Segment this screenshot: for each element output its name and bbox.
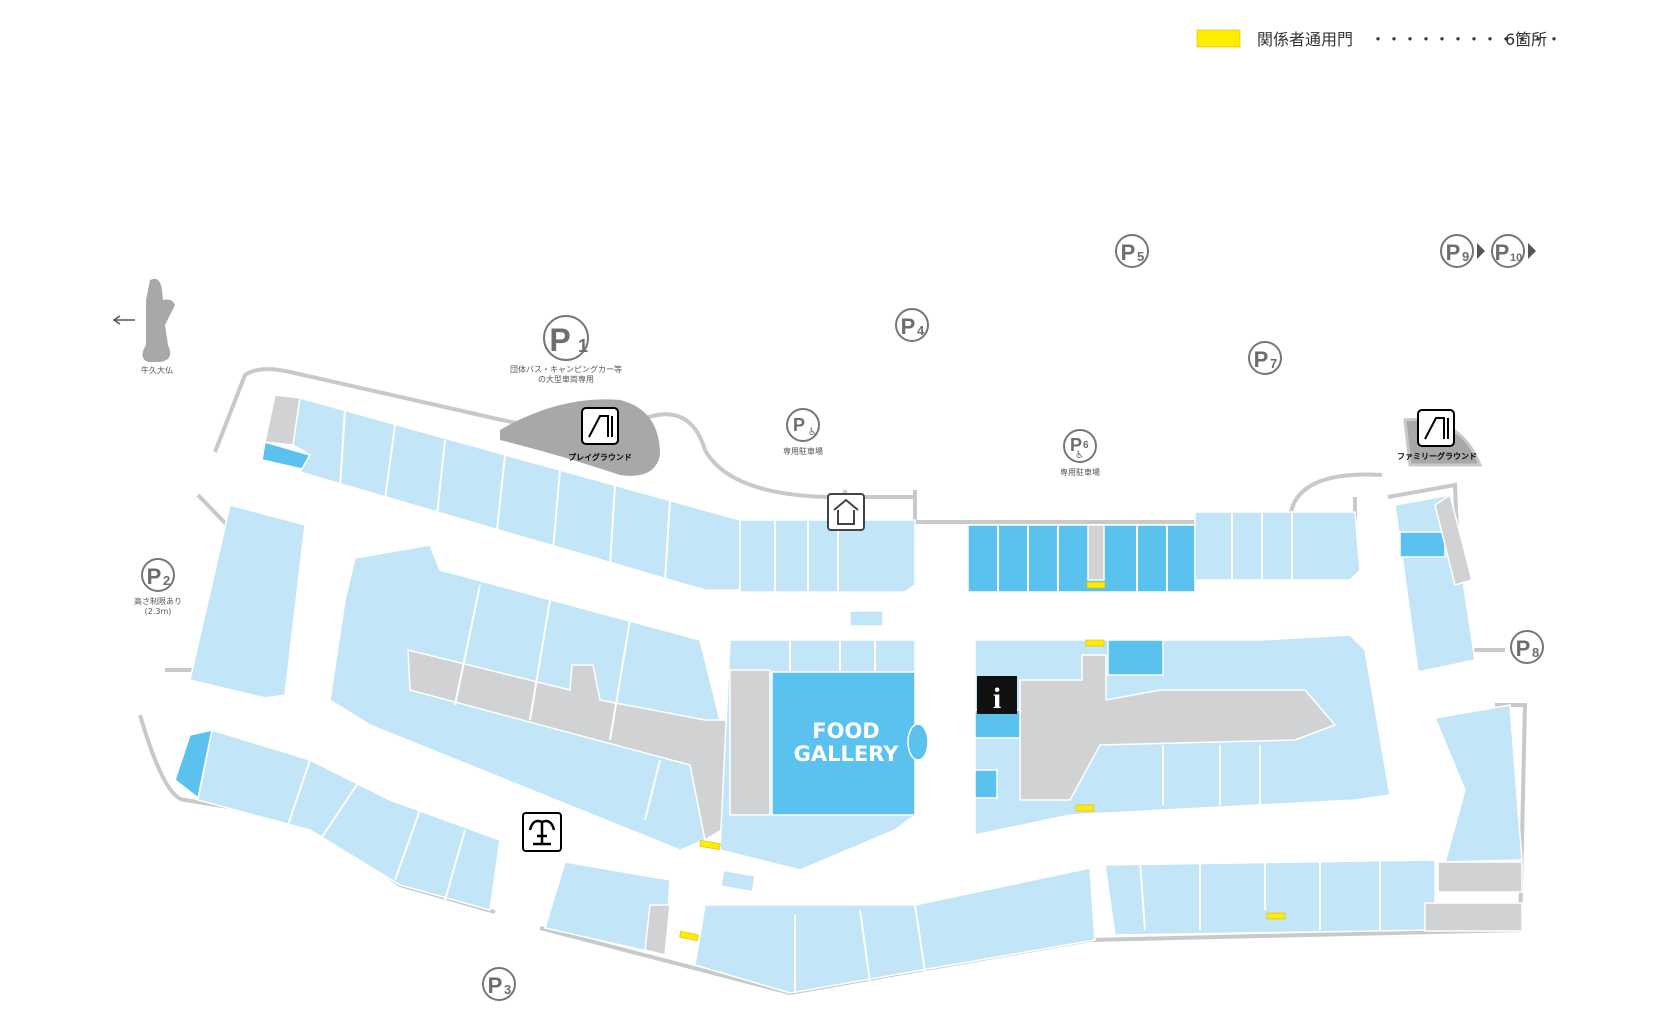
family-ground: ファミリーグラウンド — [1397, 409, 1483, 467]
family-ground-label: ファミリーグラウンド — [1397, 451, 1477, 461]
svg-text:専用駐車場: 専用駐車場 — [783, 446, 823, 456]
svg-text:P: P — [1121, 240, 1136, 265]
svg-text:9: 9 — [1462, 249, 1469, 264]
legend-label: 関係者通用門 — [1257, 30, 1353, 49]
parking-p4[interactable]: P 4 — [895, 308, 929, 342]
svg-text:団体バス・キャンピングカー等: 団体バス・キャンピングカー等 — [510, 364, 622, 374]
arrow-right-icon — [1528, 243, 1536, 259]
svg-text:3: 3 — [504, 982, 511, 997]
svg-text:P: P — [1254, 347, 1269, 372]
svg-text:P: P — [488, 973, 503, 998]
svg-text:P: P — [1446, 240, 1461, 265]
svg-text:P: P — [549, 322, 570, 358]
svg-text:8: 8 — [1532, 645, 1539, 660]
parking-p5[interactable]: P 5 — [1115, 234, 1149, 268]
svg-text:P: P — [1516, 636, 1531, 661]
svg-text:2: 2 — [163, 573, 170, 588]
parking-p7[interactable]: P 7 — [1248, 341, 1282, 375]
fountain-icon — [522, 812, 562, 852]
parking-p10[interactable]: P 10 — [1491, 234, 1536, 268]
parking-p8[interactable]: P 8 — [1510, 630, 1544, 664]
food-gallery-label-2: GALLERY — [794, 742, 900, 766]
playground: プレイグラウンド — [500, 399, 660, 476]
svg-text:P: P — [1495, 240, 1510, 265]
svg-text:専用駐車場: 専用駐車場 — [1060, 467, 1100, 477]
arrow-left-icon — [112, 315, 135, 325]
shops-south-west — [174, 729, 1096, 994]
svg-text:(2.3m): (2.3m) — [145, 607, 172, 616]
arrow-right-icon — [1477, 243, 1485, 259]
playground-label: プレイグラウンド — [568, 452, 632, 462]
buddha-statue: 牛久大仏 — [112, 278, 175, 375]
svg-text:の大型車両専用: の大型車両専用 — [538, 374, 594, 384]
svg-text:P: P — [793, 415, 805, 435]
svg-text:P: P — [147, 564, 162, 589]
food-gallery-label: FOOD — [812, 719, 879, 743]
legend-dots: ・・・・・・・・・・・・ — [1370, 30, 1562, 49]
parking-p3[interactable]: P 3 — [482, 967, 516, 1001]
parking-p1[interactable]: P 1 団体バス・キャンピングカー等 の大型車両専用 — [510, 315, 622, 384]
shops-west — [189, 504, 929, 871]
shops-north-west — [261, 394, 916, 627]
parking-p9[interactable]: P 9 — [1440, 234, 1485, 268]
svg-text:6: 6 — [1083, 440, 1089, 451]
legend: 関係者通用門 ・・・・・・・・・・・・ 6箇所 — [1196, 29, 1562, 49]
wheelchair-icon: ♿ — [1075, 450, 1084, 461]
svg-text:P: P — [901, 314, 916, 339]
svg-text:5: 5 — [1137, 249, 1144, 264]
shelter-icon — [827, 493, 865, 531]
svg-text:4: 4 — [917, 323, 925, 338]
parking-accessible[interactable]: P ♿ 専用駐車場 — [783, 408, 823, 456]
parking-p6[interactable]: P 6 ♿ 専用駐車場 — [1060, 429, 1100, 477]
parking-p2[interactable]: P 2 高さ制限あり (2.3m) — [134, 558, 182, 616]
svg-text:7: 7 — [1270, 356, 1277, 371]
svg-text:1: 1 — [578, 336, 588, 356]
svg-text:i: i — [993, 682, 1001, 715]
svg-text:10: 10 — [1510, 252, 1522, 264]
wheelchair-icon: ♿ — [808, 427, 817, 438]
information-icon[interactable]: i — [977, 676, 1017, 715]
legend-gate-swatch — [1196, 29, 1241, 48]
shops-east — [967, 493, 1523, 936]
legend-count: 6箇所 — [1505, 30, 1547, 49]
svg-text:P: P — [1070, 435, 1082, 455]
svg-text:高さ制限あり: 高さ制限あり — [134, 596, 182, 606]
svg-text:牛久大仏: 牛久大仏 — [141, 365, 173, 375]
